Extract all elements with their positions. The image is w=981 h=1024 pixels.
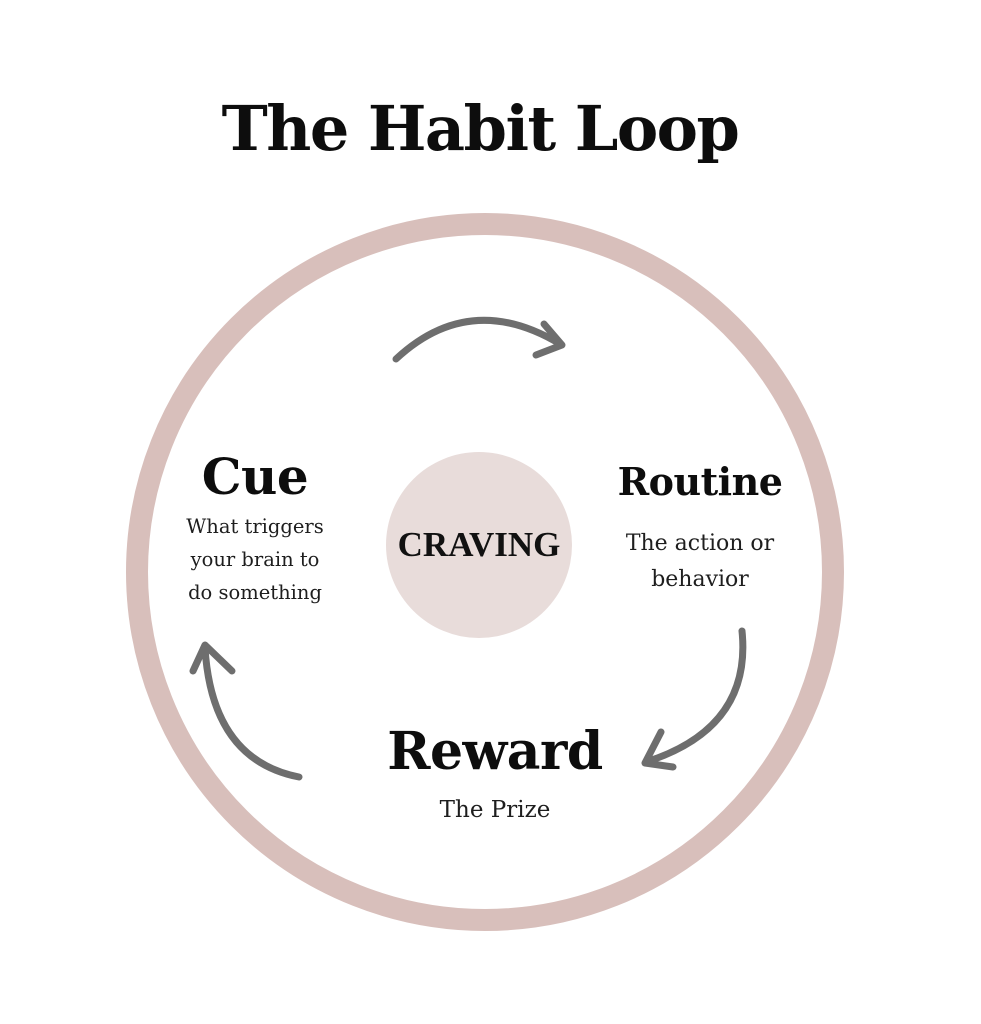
craving-label: CRAVING [397,525,561,564]
cue-description: What triggers your brain to do something [160,510,350,609]
routine-description-line: The action or [625,531,775,556]
cue-heading: Cue [201,447,309,506]
craving-circle [386,452,572,638]
left-arrow-icon [189,641,303,781]
routine-heading: Routine [617,459,783,504]
reward-description: The Prize [370,795,620,825]
outer-ring [126,213,844,931]
cue-description-line: What triggers [186,515,324,538]
routine-description: The action or behavior [600,526,800,598]
reward-heading: Reward [387,721,603,782]
right-arrow-icon [641,627,747,771]
routine-description-line: behavior [651,567,749,592]
reward-description-line: The Prize [439,797,551,823]
top-arrow-icon [392,316,566,363]
cue-description-line: your brain to [190,548,320,571]
cue-description-line: do something [188,581,322,604]
diagram-title: The Habit Loop [221,92,740,165]
